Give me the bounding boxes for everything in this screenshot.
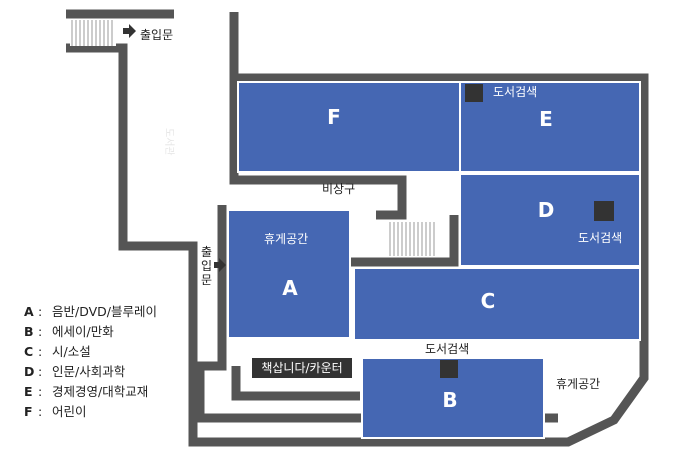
inner-partition <box>350 215 459 267</box>
corridor-wall-2 <box>195 205 558 423</box>
legend-text: 시/소설 <box>52 344 91 359</box>
zone-f[interactable] <box>237 81 461 173</box>
legend-key: C <box>24 344 34 359</box>
corridor-wall <box>229 78 407 220</box>
legend-text: 어린이 <box>52 404 87 419</box>
legend-item: F: 어린이 <box>24 402 157 422</box>
legend-separator: : <box>38 384 43 399</box>
legend-text: 경제경영/대학교재 <box>52 384 149 399</box>
legend-separator: : <box>38 324 43 339</box>
side-entrance-arrow-icon <box>214 258 226 272</box>
legend-item: E: 경제경영/대학교재 <box>24 382 157 402</box>
main-entrance-label: 출입문 <box>140 28 173 42</box>
legend-key: F <box>24 404 33 419</box>
search-terminal-e-icon[interactable] <box>465 84 483 102</box>
zone-legend: A:음반/DVD/블루레이 B:에세이/만화 C:시/소설 D:인문/사회과학 … <box>24 302 157 422</box>
zones <box>227 81 641 439</box>
top-stairs <box>70 20 116 46</box>
zone-e-letter: E <box>539 107 553 131</box>
side-entrance-char-2: 입 <box>201 259 212 273</box>
outer-wall <box>66 12 649 447</box>
search-b-label: 도서검색 <box>425 342 469 356</box>
emergency-exit-label: 비상구 <box>322 182 355 196</box>
legend-item: B: 에세이/만화 <box>24 322 157 342</box>
lounge-b-label: 휴게공간 <box>556 377 600 391</box>
legend-item: C: 시/소설 <box>24 342 157 362</box>
search-terminal-b-icon[interactable] <box>440 360 458 378</box>
zone-f-letter: F <box>327 105 341 129</box>
zone-c[interactable] <box>353 267 641 341</box>
counter-label: 책삽니다/카운터 <box>261 360 342 375</box>
zone-b[interactable] <box>361 357 545 439</box>
lounge-a-label: 휴게공간 <box>264 232 308 246</box>
zone-c-letter: C <box>481 289 496 313</box>
legend-text: 에세이/만화 <box>52 324 114 339</box>
zone-a[interactable] <box>227 209 351 339</box>
walls <box>66 9 649 447</box>
search-terminal-d-icon[interactable] <box>594 201 614 221</box>
counter-wall <box>231 366 360 401</box>
emergency-stairs <box>386 222 438 256</box>
legend-key: A <box>24 304 34 319</box>
main-entrance-arrow-icon <box>123 24 136 38</box>
watermark-text: 도서관 <box>163 128 175 156</box>
legend-separator: : <box>38 364 43 379</box>
legend-key: E <box>24 384 33 399</box>
legend-item: A: 음반/DVD/블루레이 <box>24 302 157 322</box>
legend-separator: : <box>38 304 43 319</box>
zone-e[interactable] <box>459 81 641 173</box>
legend-key: B <box>24 324 34 339</box>
legend-item: D: 인문/사회과학 <box>24 362 157 382</box>
zone-b-letter: B <box>442 388 457 412</box>
legend-separator: : <box>38 344 43 359</box>
zone-d-letter: D <box>538 198 555 222</box>
legend-key: D <box>24 364 35 379</box>
zone-a-letter: A <box>282 276 298 300</box>
legend-text: 음반/DVD/블루레이 <box>52 304 158 319</box>
search-d-label: 도서검색 <box>578 231 622 245</box>
counter-box[interactable] <box>252 358 352 378</box>
side-entrance-char-3: 문 <box>201 273 212 287</box>
legend-separator: : <box>38 404 43 419</box>
legend-text: 인문/사회과학 <box>52 364 126 379</box>
side-entrance-char-1: 출 <box>201 245 212 259</box>
search-e-label: 도서검색 <box>493 85 537 99</box>
